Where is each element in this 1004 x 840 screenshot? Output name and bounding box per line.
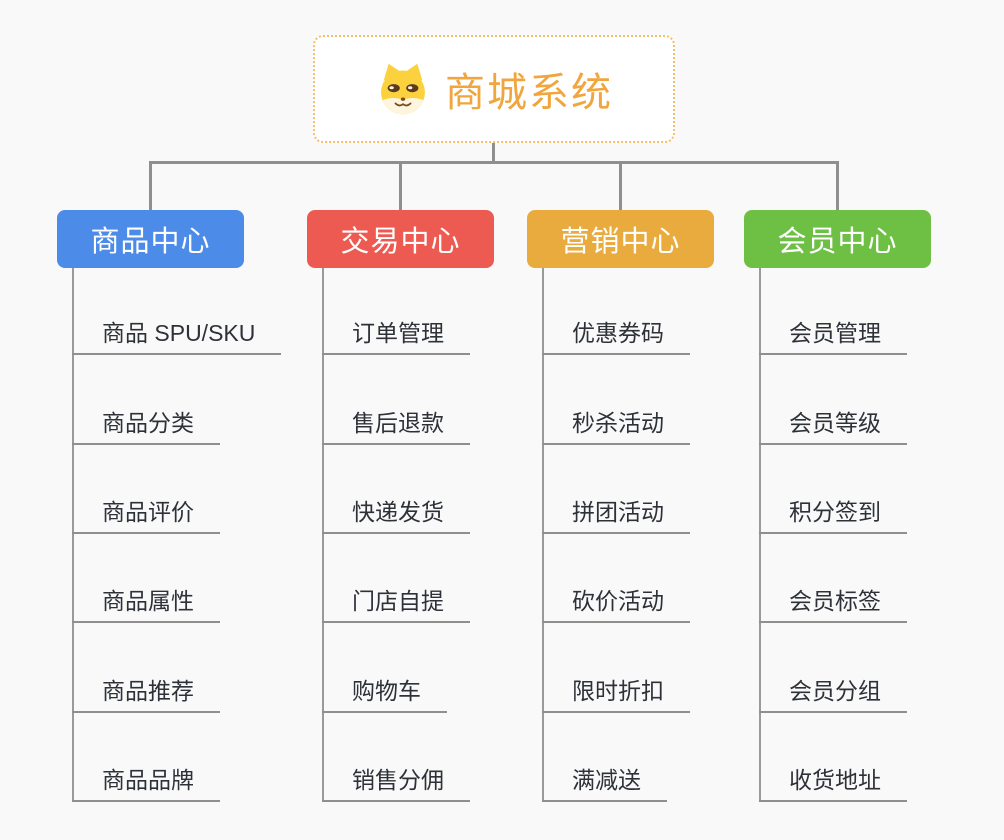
- leaf-node[interactable]: 售后退款: [322, 403, 470, 445]
- branch-header-label: 交易中心: [340, 226, 461, 258]
- leaf-node[interactable]: 商品分类: [72, 403, 220, 445]
- branch-column-product-center: 商品中心 商品 SPU/SKU 商品分类 商品评价 商品属性 商品推荐 商品品牌: [57, 210, 282, 810]
- shiba-dog-icon: [375, 62, 431, 116]
- connector-drop-branch-3: [619, 163, 622, 210]
- branch-trunk-line: [759, 268, 761, 802]
- leaf-node[interactable]: 收货地址: [759, 760, 907, 802]
- branch-header-marketing-center[interactable]: 营销中心: [527, 210, 714, 268]
- leaf-node[interactable]: 订单管理: [322, 313, 470, 355]
- leaf-node[interactable]: 商品属性: [72, 581, 220, 623]
- branch-header-label: 商品中心: [90, 226, 211, 258]
- leaf-node[interactable]: 满减送: [542, 760, 667, 802]
- leaf-node[interactable]: 拼团活动: [542, 492, 690, 534]
- leaf-node[interactable]: 商品评价: [72, 492, 220, 534]
- branch-header-product-center[interactable]: 商品中心: [57, 210, 244, 268]
- leaf-node[interactable]: 商品 SPU/SKU: [72, 313, 282, 355]
- leaf-node[interactable]: 砍价活动: [542, 581, 690, 623]
- leaf-node[interactable]: 购物车: [322, 671, 447, 713]
- leaf-node[interactable]: 商品品牌: [72, 760, 220, 802]
- leaf-node[interactable]: 优惠券码: [542, 313, 690, 355]
- connector-bus: [149, 161, 839, 164]
- branch-column-member-center: 会员中心 会员管理 会员等级 积分签到 会员标签 会员分组 收货地址: [744, 210, 931, 810]
- branch-column-trade-center: 交易中心 订单管理 售后退款 快递发货 门店自提 购物车 销售分佣: [307, 210, 494, 810]
- leaf-node[interactable]: 会员管理: [759, 313, 907, 355]
- branch-trunk-line: [542, 268, 544, 802]
- connector-drop-branch-4: [836, 163, 839, 210]
- leaf-node[interactable]: 快递发货: [322, 492, 470, 534]
- root-node[interactable]: 商城系统: [313, 35, 675, 143]
- leaf-node[interactable]: 销售分佣: [322, 760, 470, 802]
- leaf-node[interactable]: 积分签到: [759, 492, 907, 534]
- leaf-node[interactable]: 会员等级: [759, 403, 907, 445]
- leaf-node[interactable]: 门店自提: [322, 581, 470, 623]
- connector-drop-branch-1: [149, 163, 152, 210]
- branch-header-trade-center[interactable]: 交易中心: [307, 210, 494, 268]
- connector-root-drop: [492, 143, 495, 163]
- leaf-node[interactable]: 限时折扣: [542, 671, 690, 713]
- leaf-node[interactable]: 秒杀活动: [542, 403, 690, 445]
- branch-header-label: 营销中心: [560, 226, 681, 258]
- leaf-node[interactable]: 会员标签: [759, 581, 907, 623]
- branch-header-member-center[interactable]: 会员中心: [744, 210, 931, 268]
- connector-drop-branch-2: [399, 163, 402, 210]
- branch-column-marketing-center: 营销中心 优惠券码 秒杀活动 拼团活动 砍价活动 限时折扣 满减送: [527, 210, 714, 810]
- leaf-node[interactable]: 会员分组: [759, 671, 907, 713]
- branch-trunk-line: [322, 268, 324, 802]
- branch-header-label: 会员中心: [777, 226, 898, 258]
- branch-trunk-line: [72, 268, 74, 802]
- root-node-label: 商城系统: [445, 71, 613, 115]
- leaf-node[interactable]: 商品推荐: [72, 671, 220, 713]
